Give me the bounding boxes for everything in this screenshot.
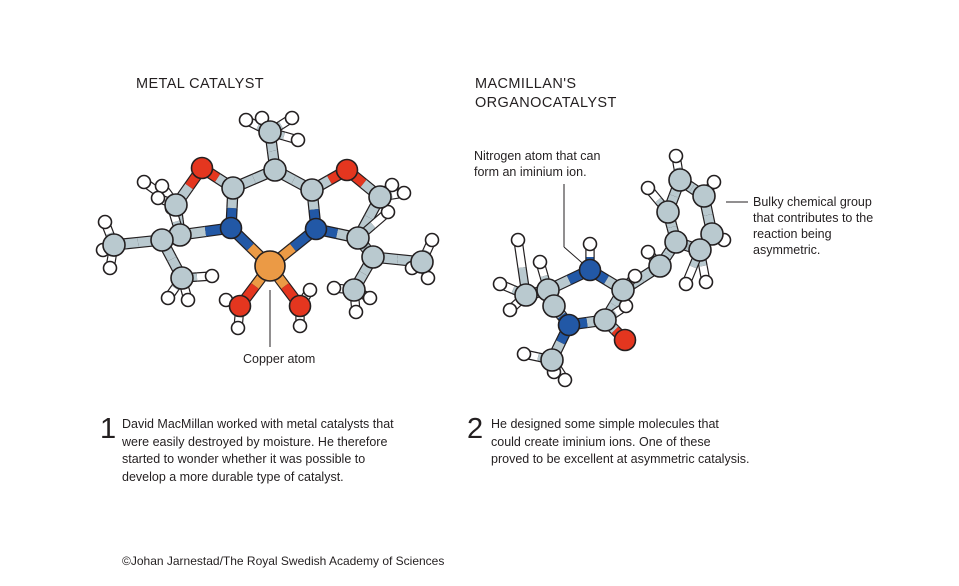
carbon-atom [656,200,680,224]
bulky-group-label: Bulky chemical group that contributes to… [753,195,874,257]
hydrogen-atom [102,260,118,276]
carbon-atom [346,226,370,250]
hydrogen-atom [640,244,656,260]
hydrogen-atom [678,276,694,292]
hydrogen-atom [424,232,440,248]
nitrogen-atom [578,258,602,282]
oxygen-atom [288,294,312,318]
hydrogen-atom [492,276,508,292]
oxygen-atom [190,156,214,180]
hydrogen-atom [302,282,318,298]
hydrogen-atom [230,320,246,336]
organocatalyst-bonds [498,155,727,383]
carbon-atom [593,308,617,332]
hydrogen-atom [136,174,152,190]
copper-atom [254,250,286,282]
hydrogen-atom [384,177,400,193]
carbon-atom [150,228,174,252]
hydrogen-atom [396,185,412,201]
hydrogen-atom [668,148,684,164]
step-2-text: He designed some simple molecules that c… [491,417,750,466]
oxygen-atom [335,158,359,182]
carbon-atom [342,278,366,302]
carbon-atom [368,185,392,209]
nitrogen-atom-label: Nitrogen atom that can form an iminium i… [474,149,601,179]
carbon-atom [611,278,635,302]
carbon-atom [514,283,538,307]
hydrogen-atom [204,268,220,284]
hydrogen-atom [362,290,378,306]
hydrogen-atom [627,268,643,284]
carbon-atom [170,266,194,290]
step-1-number: 1 [100,413,117,445]
hydrogen-atom [582,236,598,252]
hydrogen-atom [326,280,342,296]
carbon-atom [300,178,324,202]
hydrogen-atom [292,318,308,334]
nitrogen-atom [557,313,581,337]
image-credit: ©Johan Jarnestad/The Royal Swedish Acade… [122,554,445,568]
carbon-atom [648,254,672,278]
organocatalyst-title: MACMILLAN'S ORGANOCATALYST [475,76,617,111]
carbon-atom [542,294,566,318]
hydrogen-atom [348,304,364,320]
carbon-atom [102,233,126,257]
metal-catalyst-bonds [100,114,437,329]
carbon-atom [258,120,282,144]
hydrogen-atom [180,292,196,308]
nitrogen-atom [304,217,328,241]
carbon-atom [692,184,716,208]
carbon-atom [164,193,188,217]
hydrogen-atom [502,302,518,318]
hydrogen-atom [238,112,254,128]
step-1-text: David MacMillan worked with metal cataly… [122,417,394,484]
hydrogen-atom [698,274,714,290]
organocatalyst-atoms [492,148,732,388]
carbon-atom [540,348,564,372]
hydrogen-atom [150,190,166,206]
carbon-atom [688,238,712,262]
carbon-atom [664,230,688,254]
copper-atom-label: Copper atom [243,352,316,366]
carbon-atom [263,158,287,182]
oxygen-atom [228,294,252,318]
hydrogen-atom [97,214,113,230]
hydrogen-atom [640,180,656,196]
carbon-atom [668,168,692,192]
hydrogen-atom [532,254,548,270]
hydrogen-atom [706,174,722,190]
hydrogen-atom [557,372,573,388]
hydrogen-atom [290,132,306,148]
carbon-atom [700,222,724,246]
hydrogen-atom [284,110,300,126]
oxygen-atom [613,328,637,352]
hydrogen-atom [510,232,526,248]
hydrogen-atom [160,290,176,306]
carbon-atom [221,176,245,200]
hydrogen-atom [154,178,170,194]
step-2-number: 2 [467,413,484,445]
hydrogen-atom [516,346,532,362]
metal-catalyst-title: METAL CATALYST [136,76,265,92]
nitrogen-atom [219,216,243,240]
metal-catalyst-atoms [95,110,440,336]
carbon-atom [410,250,434,274]
carbon-atom [361,245,385,269]
